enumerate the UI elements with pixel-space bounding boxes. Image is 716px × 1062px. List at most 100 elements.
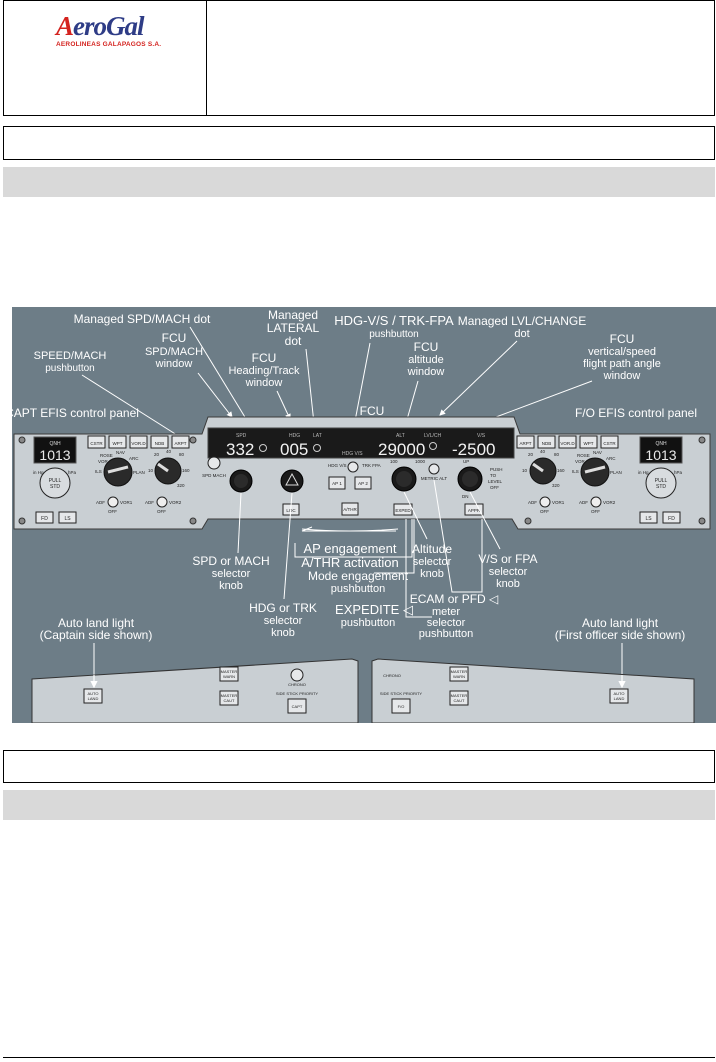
svg-text:NDB: NDB	[155, 441, 165, 446]
svg-text:OFF: OFF	[108, 509, 117, 514]
svg-text:MASTER: MASTER	[451, 693, 468, 698]
fo-wpt-button[interactable]	[579, 435, 598, 449]
fo-arpt-button[interactable]	[516, 435, 535, 449]
spd-mach-pushbutton[interactable]	[207, 456, 221, 470]
appr-pushbutton[interactable]	[464, 503, 484, 516]
fo-master-warn[interactable]	[449, 666, 469, 682]
svg-text:FCU: FCU	[252, 351, 277, 365]
ap1-pushbutton[interactable]	[328, 476, 346, 490]
capt-baro-knob[interactable]	[39, 467, 71, 499]
capt-autoland-light[interactable]	[83, 688, 103, 704]
svg-text:ROSE: ROSE	[100, 453, 113, 458]
svg-text:CSTR: CSTR	[603, 441, 616, 446]
fo-vord-button[interactable]	[558, 435, 577, 449]
fo-baro-knob[interactable]	[645, 467, 677, 499]
capt-vord-button[interactable]	[129, 435, 148, 449]
metric-alt-pushbutton[interactable]	[428, 463, 440, 475]
svg-text:PULL: PULL	[655, 478, 668, 484]
svg-text:knob: knob	[271, 627, 295, 639]
svg-text:Heading/Track: Heading/Track	[228, 365, 300, 377]
capt-chrono-button[interactable]	[290, 668, 304, 682]
capt-nd-mode-selector[interactable]	[103, 457, 133, 487]
capt-cstr-button[interactable]	[87, 435, 106, 449]
fo-adf-vor2-switch[interactable]	[590, 496, 602, 508]
svg-text:ADF: ADF	[96, 500, 105, 505]
fo-adf-vor1-switch[interactable]	[539, 496, 551, 508]
hdg-trk-selector-knob[interactable]	[280, 469, 304, 493]
svg-text:ARPT: ARPT	[174, 441, 186, 446]
svg-text:V/S or FPA: V/S or FPA	[478, 552, 537, 566]
fo-efis-panel: ARPT NDB VOR.D WPT CSTR 20 40 80 10 160 …	[516, 435, 683, 524]
fo-side-stick-priority[interactable]	[391, 698, 411, 714]
fo-cstr-button[interactable]	[600, 435, 619, 449]
capt-adf-vor1-switch[interactable]	[107, 496, 119, 508]
svg-text:OFF: OFF	[540, 509, 549, 514]
svg-text:STD: STD	[656, 484, 666, 490]
capt-master-caut[interactable]	[219, 690, 239, 706]
fo-nd-mode-selector[interactable]	[580, 457, 610, 487]
svg-text:100: 100	[390, 459, 398, 464]
svg-text:(First officer side shown): (First officer side shown)	[555, 628, 685, 642]
callout-autoland-capt: Auto land light(Captain side shown)	[40, 616, 153, 642]
callout-autoland-fo: Auto land light(First officer side shown…	[555, 616, 685, 642]
svg-text:AP 2: AP 2	[358, 481, 368, 486]
capt-arpt-button[interactable]	[171, 435, 190, 449]
fo-ls-button[interactable]	[639, 511, 658, 524]
svg-text:SPD: SPD	[236, 433, 247, 439]
expedite-pushbutton[interactable]	[393, 503, 413, 516]
capt-ls-button[interactable]	[58, 511, 77, 524]
svg-text:VOR2: VOR2	[169, 500, 182, 505]
svg-text:AP engagement: AP engagement	[304, 541, 397, 556]
fo-fd-button[interactable]	[662, 511, 681, 524]
capt-ndb-button[interactable]	[150, 435, 169, 449]
capt-baro-display: 1013	[39, 447, 70, 463]
capt-glareshield	[31, 658, 359, 723]
svg-text:Mode engagement: Mode engagement	[308, 569, 409, 583]
capt-adf-vor2-switch[interactable]	[156, 496, 168, 508]
svg-text:PLAN: PLAN	[610, 470, 622, 475]
athr-pushbutton[interactable]	[341, 502, 359, 516]
ap2-pushbutton[interactable]	[354, 476, 372, 490]
capt-master-warn[interactable]	[219, 666, 239, 682]
fo-baro-display: 1013	[645, 447, 676, 463]
fo-ndb-button[interactable]	[537, 435, 556, 449]
svg-text:knob: knob	[496, 578, 520, 590]
svg-text:AUTO: AUTO	[613, 691, 624, 696]
svg-text:OFF: OFF	[157, 509, 166, 514]
svg-text:vertical/speed: vertical/speed	[588, 346, 656, 358]
svg-text:PLAN: PLAN	[133, 470, 145, 475]
capt-fd-button[interactable]	[35, 511, 54, 524]
svg-text:STD: STD	[50, 484, 60, 490]
subsection-band	[3, 167, 715, 197]
svg-text:320: 320	[177, 483, 185, 488]
svg-text:ARPT: ARPT	[519, 441, 531, 446]
svg-text:(Captain side shown): (Captain side shown)	[40, 628, 153, 642]
svg-text:QNH: QNH	[655, 441, 667, 447]
svg-text:PUSH: PUSH	[490, 467, 503, 472]
label-capt-efis: CAPT EFIS control panel	[12, 406, 139, 420]
capt-side-stick-priority[interactable]	[287, 698, 307, 714]
fo-autoland-light[interactable]	[609, 688, 629, 704]
hdg-vs-trk-fpa-pushbutton[interactable]	[347, 461, 359, 473]
svg-text:LAND: LAND	[88, 696, 99, 701]
svg-text:FCU: FCU	[610, 332, 635, 346]
svg-text:A/THR activation: A/THR activation	[301, 555, 399, 570]
svg-text:altitude: altitude	[408, 354, 443, 366]
svg-text:10: 10	[148, 468, 154, 473]
svg-text:CAUT: CAUT	[454, 698, 465, 703]
capt-wpt-button[interactable]	[108, 435, 127, 449]
svg-text:ILS: ILS	[95, 469, 102, 474]
svg-text:METRIC ALT: METRIC ALT	[421, 476, 447, 481]
fo-master-caut[interactable]	[449, 690, 469, 706]
svg-text:Managed LVL/CHANGE: Managed LVL/CHANGE	[458, 314, 587, 328]
svg-text:ADF: ADF	[145, 500, 154, 505]
svg-text:LATERAL: LATERAL	[267, 321, 320, 335]
svg-text:selector: selector	[212, 568, 251, 580]
svg-text:VOR: VOR	[575, 459, 586, 464]
svg-text:ARC: ARC	[129, 456, 139, 461]
